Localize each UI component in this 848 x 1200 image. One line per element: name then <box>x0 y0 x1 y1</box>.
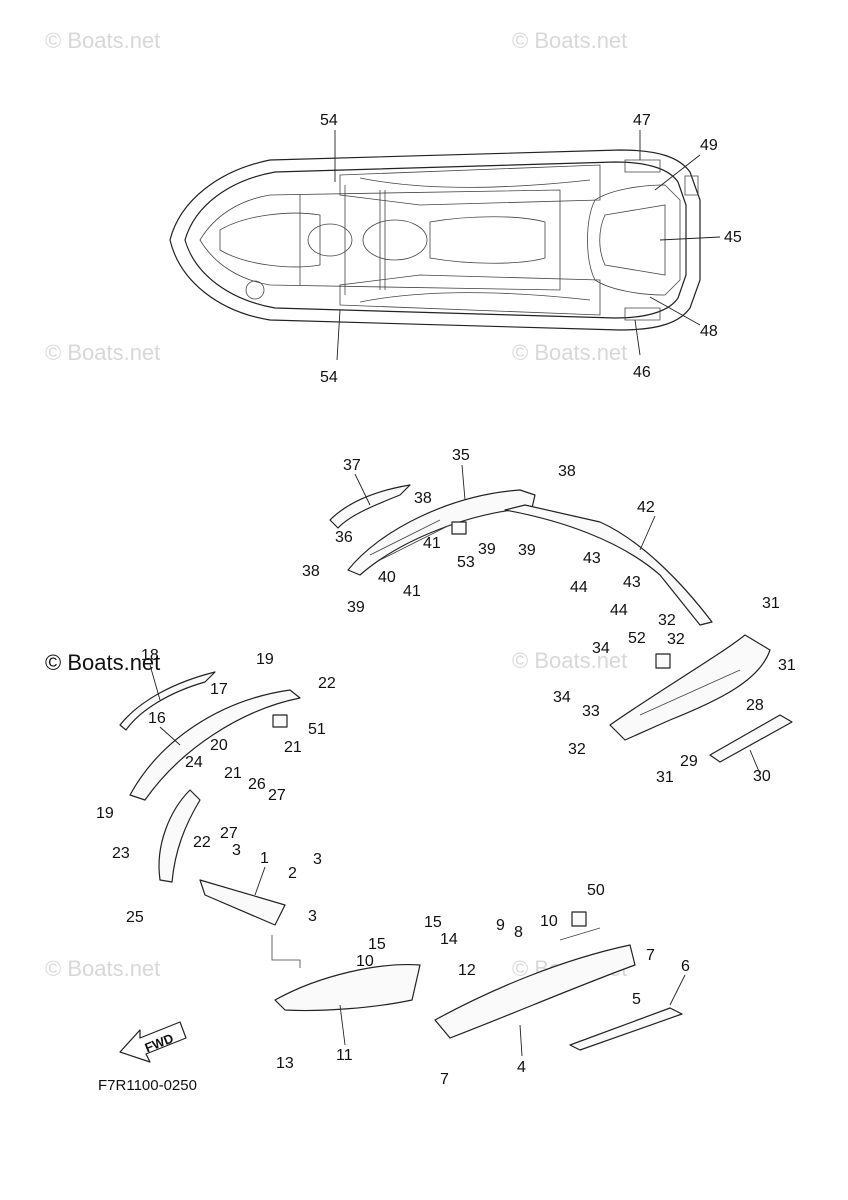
callout-label: 15 <box>368 936 386 953</box>
fwd-label: FWD <box>143 1030 176 1055</box>
callout-label: 39 <box>518 542 536 559</box>
callout-label: 29 <box>680 753 698 770</box>
callout-label: 6 <box>681 958 690 975</box>
watercraft-top-view <box>169 149 701 331</box>
watermark: © Boats.net <box>45 956 160 981</box>
callout-label: 3 <box>313 851 322 868</box>
callout-label: 7 <box>646 947 655 964</box>
callout-label: 43 <box>583 550 601 567</box>
callout-label: 45 <box>724 229 742 246</box>
watermark: © Boats.net <box>45 28 160 53</box>
callout-label: 3 <box>232 842 241 859</box>
watermark: © Boats.net <box>45 650 160 675</box>
callout-label: 27 <box>220 825 238 842</box>
exploded-parts <box>119 484 793 1063</box>
callout-label: 1 <box>260 850 269 867</box>
callout-label: 43 <box>623 574 641 591</box>
callout-label: 8 <box>514 924 523 941</box>
callout-label: 7 <box>440 1071 449 1088</box>
callout-label: 39 <box>478 541 496 558</box>
callout-label: 31 <box>762 595 780 612</box>
callout-label: 9 <box>496 917 505 934</box>
callout-label: 54 <box>320 369 338 386</box>
callout-label: 10 <box>540 913 558 930</box>
callout-label: 51 <box>308 721 326 738</box>
callout-label: 10 <box>356 953 374 970</box>
callout-label: 54 <box>320 112 338 129</box>
exploded-leaders <box>149 464 761 1057</box>
callout-label: 21 <box>224 765 242 782</box>
callout-label: 26 <box>248 776 266 793</box>
callout-label: 11 <box>336 1047 353 1064</box>
callout-label: 13 <box>276 1055 294 1072</box>
callout-label: 31 <box>778 657 796 674</box>
callout-label: 3 <box>308 908 317 925</box>
callout-label: 24 <box>185 754 203 771</box>
callout-label: 33 <box>582 703 600 720</box>
top-view-callouts: 54 47 49 45 48 46 54 <box>320 112 742 386</box>
callout-label: 16 <box>148 710 166 727</box>
callout-label: 52 <box>628 630 646 647</box>
callout-label: 19 <box>256 651 274 668</box>
callout-label: 21 <box>284 739 302 756</box>
callout-label: 49 <box>700 137 718 154</box>
callout-label: 44 <box>610 602 628 619</box>
callout-label: 46 <box>633 364 651 381</box>
callout-label: 15 <box>424 914 442 931</box>
watermark: © Boats.net <box>45 340 160 365</box>
callout-label: 41 <box>423 535 441 552</box>
callout-label: 23 <box>112 845 130 862</box>
callout-label: 32 <box>568 741 586 758</box>
callout-label: 36 <box>335 529 353 546</box>
callout-label: 32 <box>658 612 676 629</box>
callout-label: 27 <box>268 787 286 804</box>
callout-label: 37 <box>343 457 361 474</box>
callout-label: 12 <box>458 962 476 979</box>
callout-label: 42 <box>637 499 655 516</box>
callout-label: 35 <box>452 447 470 464</box>
callout-label: 50 <box>587 882 605 899</box>
callout-label: 28 <box>746 697 764 714</box>
watermark: © Boats.net <box>512 648 627 673</box>
callout-label: 53 <box>457 554 475 571</box>
callout-label: 39 <box>347 599 365 616</box>
callout-label: 38 <box>302 563 320 580</box>
callout-label: 40 <box>378 569 396 586</box>
callout-label: 48 <box>700 323 718 340</box>
figure-code: F7R1100-0250 <box>98 1077 197 1094</box>
callout-label: 34 <box>592 640 610 657</box>
callout-label: 31 <box>656 769 674 786</box>
callout-label: 5 <box>632 991 641 1008</box>
callout-label: 4 <box>517 1059 526 1076</box>
callout-label: 38 <box>414 490 432 507</box>
callout-label: 20 <box>210 737 228 754</box>
exploded-callouts: 37 35 38 38 36 39 39 53 41 40 41 38 39 4… <box>96 447 796 1088</box>
callout-label: 2 <box>288 865 297 882</box>
callout-label: 14 <box>440 931 458 948</box>
callout-label: 22 <box>318 675 336 692</box>
callout-label: 30 <box>753 768 771 785</box>
callout-label: 19 <box>96 805 114 822</box>
callout-label: 32 <box>667 631 685 648</box>
callout-label: 22 <box>193 834 211 851</box>
watermark: © Boats.net <box>512 28 627 53</box>
callout-label: 17 <box>210 681 228 698</box>
callout-label: 44 <box>570 579 588 596</box>
callout-label: 25 <box>126 909 144 926</box>
callout-label: 34 <box>553 689 571 706</box>
watermark: © Boats.net <box>512 340 627 365</box>
callout-label: 18 <box>141 647 159 664</box>
callout-label: 41 <box>403 583 421 600</box>
callout-label: 38 <box>558 463 576 480</box>
callout-label: 47 <box>633 112 651 129</box>
